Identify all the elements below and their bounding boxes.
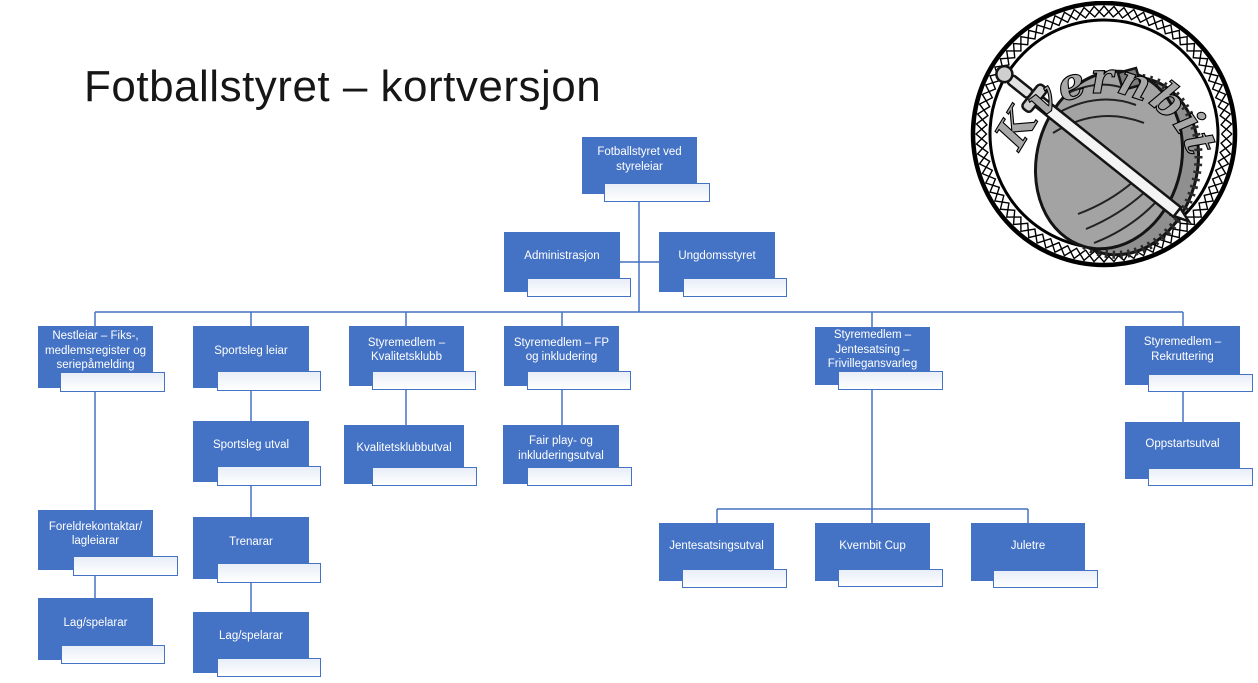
- org-node-label: Lag/spelarar: [63, 616, 128, 629]
- name-placeholder-nestleiar: [60, 372, 165, 392]
- org-node-label: Juletre: [1010, 539, 1046, 552]
- name-placeholder-kvalitetsklubbutval: [372, 467, 477, 486]
- org-node-label: Administrasjon: [524, 249, 600, 262]
- kvernbit-logo: Kvernbit: [970, 1, 1238, 268]
- name-placeholder-juletre: [993, 570, 1098, 588]
- name-placeholder-jentesatsingsutval: [682, 569, 787, 588]
- name-placeholder-kvernbit-cup: [838, 569, 943, 587]
- name-placeholder-fotballstyret: [604, 183, 710, 202]
- org-node-label: Lag/spelarar: [219, 630, 283, 643]
- org-node-label: Fotballstyret ved styreleiar: [597, 146, 682, 173]
- name-placeholder-styremedlem-fp: [527, 371, 631, 390]
- org-node-label: Ungdomsstyret: [678, 249, 756, 262]
- org-node-label: Styremedlem – Kvalitetsklubb: [367, 336, 446, 363]
- org-node-label: Kvalitetsklubbutval: [356, 442, 452, 455]
- name-placeholder-styremedlem-kvalitetsklubb: [372, 371, 476, 390]
- name-placeholder-ungdomsstyret: [683, 278, 787, 297]
- name-placeholder-styremedlem-rekruttering: [1148, 374, 1253, 392]
- name-placeholder-lag-spelarar-1: [61, 645, 165, 664]
- org-node-label: Sportsleg utval: [212, 439, 290, 452]
- org-node-label: Fair play- og inkluderingsutval: [518, 435, 604, 462]
- name-placeholder-fair-play-utval: [527, 467, 632, 486]
- name-placeholder-sportsleg-utval: [217, 466, 321, 486]
- org-node-label: Foreldrekontaktar/ lagleiarar: [48, 520, 143, 547]
- org-node-label: Oppstartsutval: [1145, 438, 1220, 451]
- org-node-label: Styremedlem – Jentesatsing – Frivillegan…: [827, 329, 918, 371]
- name-placeholder-administrasjon: [527, 278, 631, 297]
- org-node-label: Sportsleg leiar: [214, 344, 288, 357]
- name-placeholder-trenarar: [217, 563, 321, 583]
- org-node-label: Trenarar: [229, 535, 273, 548]
- name-placeholder-lag-spelarar-2: [217, 658, 321, 677]
- org-node-label: Styremedlem – Rekruttering: [1143, 336, 1222, 363]
- name-placeholder-foreldrekontaktar: [73, 556, 178, 576]
- org-node-label: Styremedlem – FP og inkludering: [513, 336, 610, 363]
- sword-icon: [995, 64, 1192, 224]
- org-node-label: Kvernbit Cup: [839, 539, 906, 552]
- name-placeholder-sportsleg-leiar: [217, 371, 321, 391]
- org-node-label: Jentesatsingsutval: [669, 539, 764, 552]
- name-placeholder-oppstartsutval: [1148, 468, 1253, 486]
- slide-title: Fotballstyret – kortversjon: [84, 62, 602, 111]
- name-placeholder-styremedlem-jentesatsing: [838, 371, 943, 390]
- org-node-label: Nestleiar – Fiks-, medlemsregister og se…: [45, 330, 146, 372]
- org-node-fair-play-utval: Fair play- og inkluderingsutval: [503, 425, 619, 484]
